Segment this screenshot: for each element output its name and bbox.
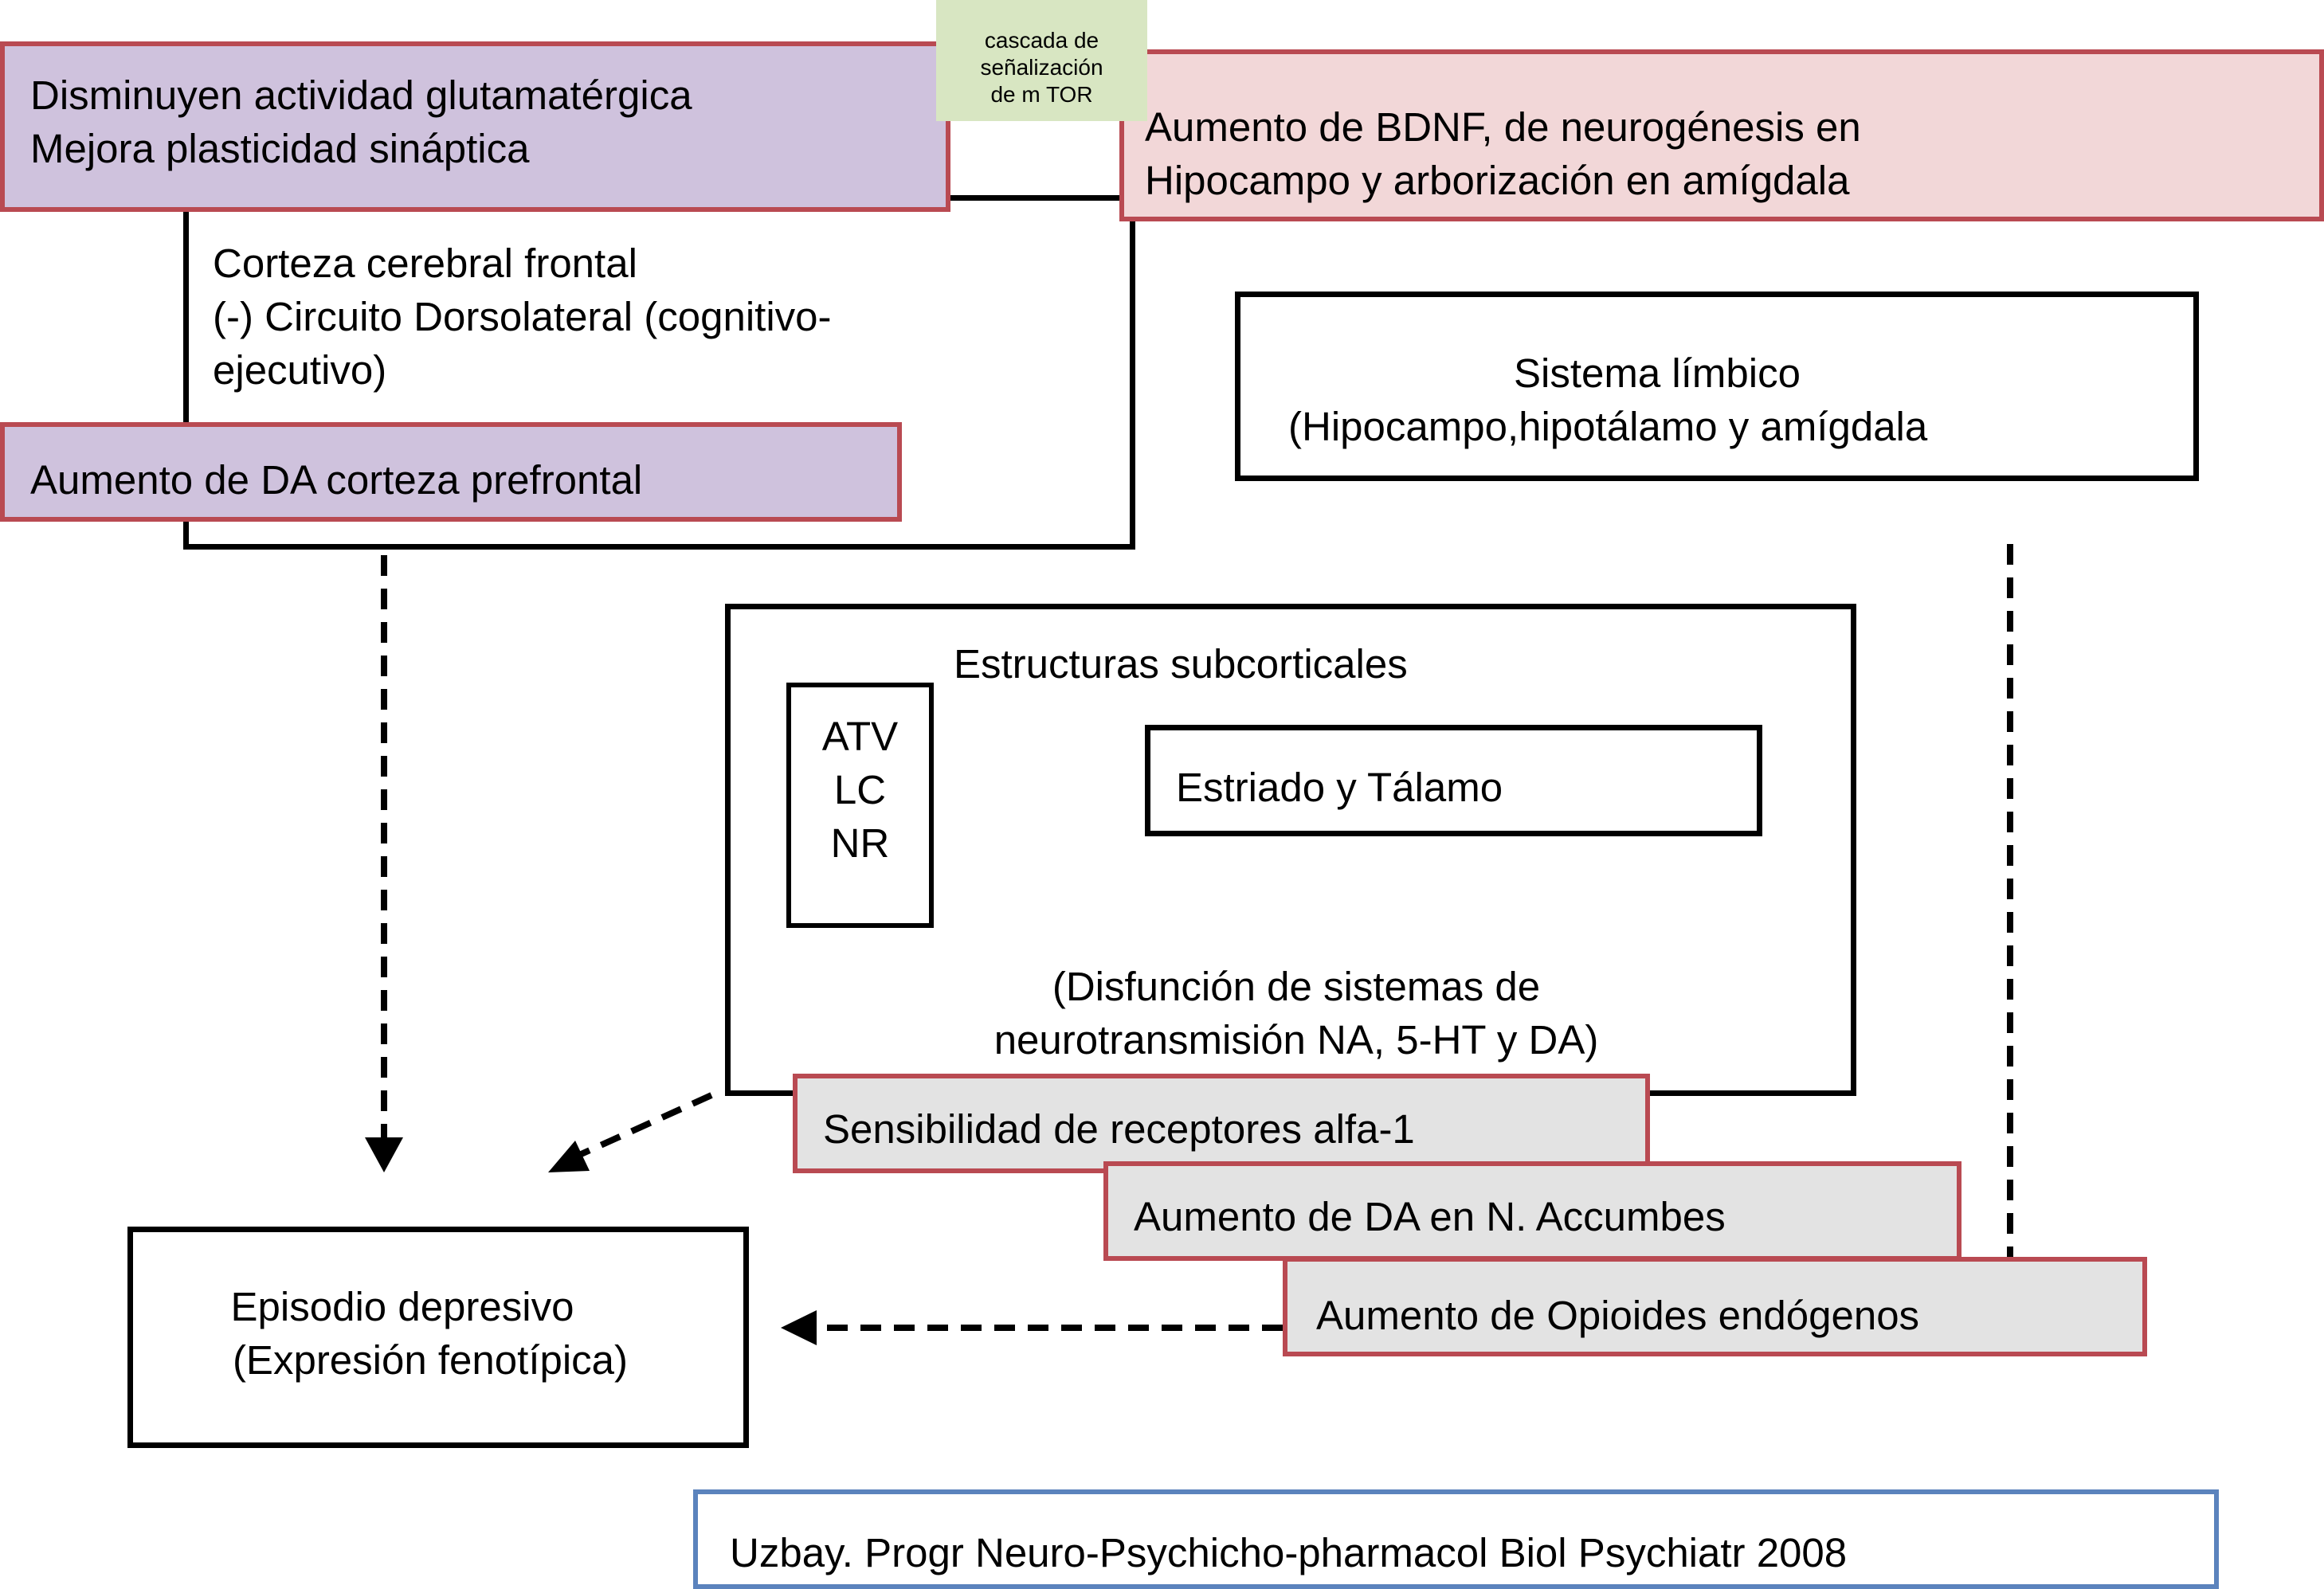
subcortical-box: Estructuras subcorticales ATV LC NR Estr… bbox=[725, 604, 1856, 1096]
striatum-label: Estriado y Tálamo bbox=[1176, 765, 1503, 810]
glutamate-box: Disminuyen actividad glutamatérgica Mejo… bbox=[0, 41, 950, 212]
nuclei-box: ATV LC NR bbox=[786, 683, 934, 928]
dysfunction-line-2: neurotransmisión NA, 5-HT y DA) bbox=[993, 1017, 1599, 1063]
mtor-line-3: de m TOR bbox=[990, 82, 1093, 107]
striatum-box: Estriado y Tálamo bbox=[1145, 725, 1762, 836]
glutamate-line-2: Mejora plasticidad sináptica bbox=[30, 126, 530, 171]
limbic-box: Sistema límbico (Hipocampo,hipotálamo y … bbox=[1235, 292, 2199, 481]
arrowhead-subcortical-to-depressive bbox=[548, 1141, 590, 1172]
alfa-receptor-box: Sensibilidad de receptores alfa-1 bbox=[793, 1074, 1650, 1173]
da-prefrontal-box: Aumento de DA corteza prefrontal bbox=[0, 422, 902, 522]
arrowhead-cortex-to-depressive bbox=[365, 1137, 403, 1172]
depressive-line-1: Episodio depresivo bbox=[230, 1284, 574, 1329]
arrowhead-limbic-to-depressive bbox=[781, 1310, 817, 1345]
da-prefrontal-line: Aumento de DA corteza prefrontal bbox=[30, 457, 643, 503]
bdnf-box: Aumento de BDNF, de neurogénesis en Hipo… bbox=[1119, 49, 2324, 221]
dysfunction-line-1: (Disfunción de sistemas de bbox=[1052, 964, 1541, 1009]
bdnf-line-1: Aumento de BDNF, de neurogénesis en bbox=[1145, 104, 1861, 150]
opioid-box: Aumento de Opioides endógenos bbox=[1283, 1257, 2147, 1356]
glutamate-line-1: Disminuyen actividad glutamatérgica bbox=[30, 72, 692, 118]
depressive-line-2: (Expresión fenotípica) bbox=[232, 1337, 629, 1383]
bdnf-line-2: Hipocampo y arborización en amígdala bbox=[1145, 158, 1850, 203]
limbic-line-2: (Hipocampo,hipotálamo y amígdala bbox=[1288, 404, 1928, 449]
citation-line: Uzbay. Progr Neuro-Psychicho-pharmacol B… bbox=[730, 1530, 1848, 1575]
mtor-line-1: cascada de bbox=[984, 28, 1099, 53]
citation-box: Uzbay. Progr Neuro-Psychicho-pharmacol B… bbox=[693, 1489, 2219, 1589]
dysfunction-text: (Disfunción de sistemas de neurotransmis… bbox=[731, 960, 1862, 1067]
mtor-box: cascada de señalización de m TOR bbox=[936, 0, 1147, 121]
accumbens-line: Aumento de DA en N. Accumbes bbox=[1134, 1194, 1726, 1239]
cortex-line-1: Corteza cerebral frontal bbox=[213, 241, 637, 286]
cortex-line-3: ejecutivo) bbox=[213, 347, 387, 393]
cortex-line-2: (-) Circuito Dorsolateral (cognitivo- bbox=[213, 294, 832, 339]
nucleus-lc: LC bbox=[833, 767, 887, 812]
limbic-line-1: Sistema límbico bbox=[1514, 350, 1801, 396]
nucleus-nr: NR bbox=[830, 820, 890, 866]
accumbens-box: Aumento de DA en N. Accumbes bbox=[1103, 1161, 1961, 1261]
depressive-episode-box: Episodio depresivo (Expresión fenotípica… bbox=[127, 1227, 749, 1448]
nucleus-atv: ATV bbox=[821, 714, 899, 759]
alfa-receptor-line: Sensibilidad de receptores alfa-1 bbox=[823, 1106, 1415, 1152]
edge-subcortical-to-depressive bbox=[576, 1092, 713, 1159]
mtor-line-2: señalización bbox=[980, 55, 1103, 80]
opioid-line: Aumento de Opioides endógenos bbox=[1316, 1293, 1920, 1338]
subcortical-title: Estructuras subcorticales bbox=[954, 641, 1408, 687]
